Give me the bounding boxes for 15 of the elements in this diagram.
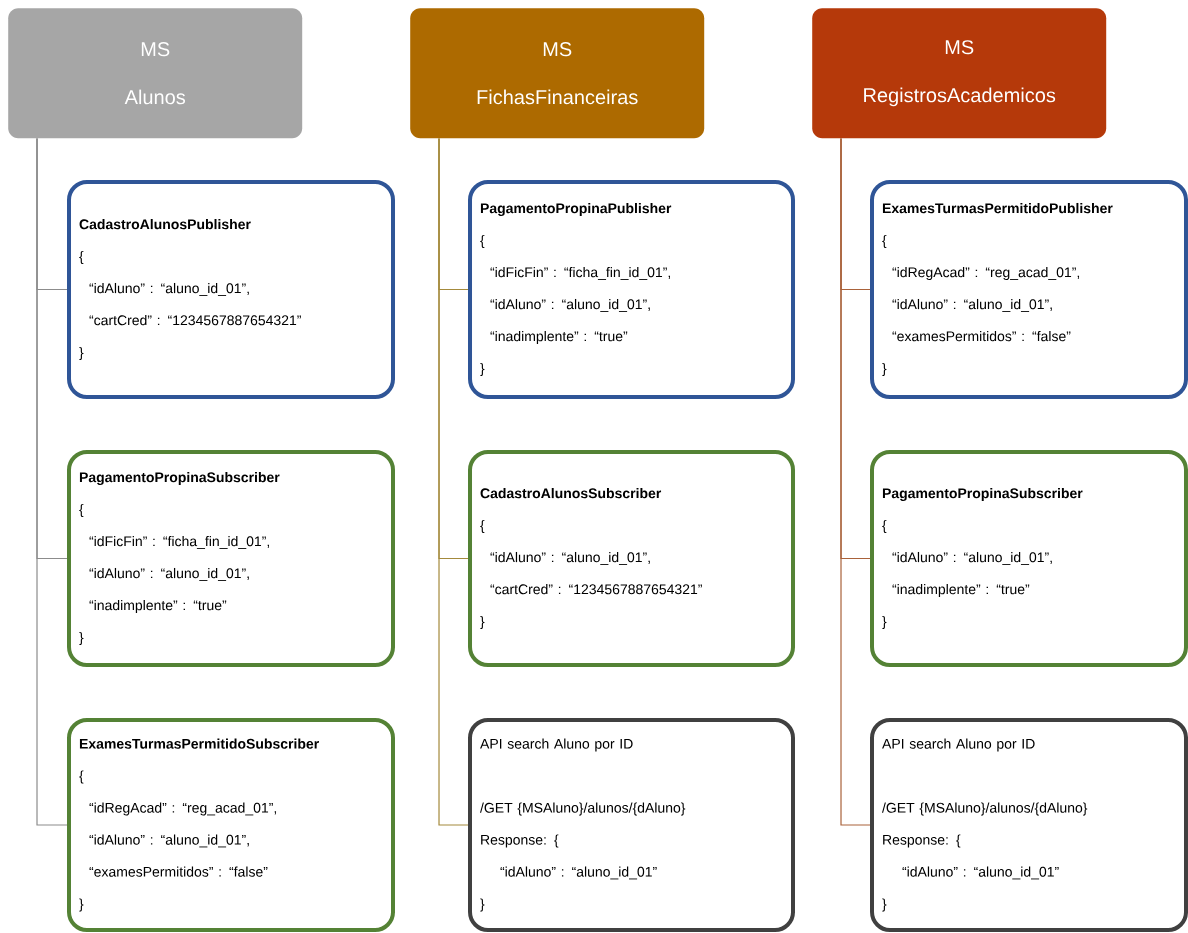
- message-box: API search Aluno por ID /GET {MSAluno}/alunos/{dAluno} Response: { “idAluno” : “aluno_id_01” }: [870, 718, 1188, 932]
- connector-line: [438, 137, 469, 826]
- message-box: CadastroAlunosPublisher { “idAluno” : “aluno_id_01”, “cartCred” : “1234567887654321” }: [67, 180, 395, 399]
- message-box: ExamesTurmasPermitidoPublisher { “idRegAcad” : “reg_acad_01”, “idAluno” : “aluno_id_01”, “examesPermitidos” : “false” }: [870, 180, 1188, 399]
- connector-line: [840, 137, 871, 826]
- connector-line: [36, 137, 68, 826]
- service-header: MS FichasFinanceiras: [410, 8, 705, 139]
- message-box: PagamentoPropinaSubscriber { “idFicFin” : “ficha_fin_id_01”, “idAluno” : “aluno_id_01”, “inadimplente” : “true” }: [67, 450, 395, 667]
- service-header: MS RegistrosAcademicos: [812, 8, 1107, 139]
- message-box: PagamentoPropinaPublisher { “idFicFin” : “ficha_fin_id_01”, “idAluno” : “aluno_id_01”, “inadimplente” : “true” }: [468, 180, 795, 399]
- service-header: MS Alunos: [8, 8, 303, 139]
- message-box: PagamentoPropinaSubscriber { “idAluno” : “aluno_id_01”, “inadimplente” : “true” }: [870, 450, 1188, 667]
- message-box: CadastroAlunosSubscriber { “idAluno” : “aluno_id_01”, “cartCred” : “1234567887654321” }: [468, 450, 795, 667]
- message-box: API search Aluno por ID /GET {MSAluno}/alunos/{dAluno} Response: { “idAluno” : “aluno_id_01” }: [468, 718, 795, 932]
- message-box: ExamesTurmasPermitidoSubscriber { “idRegAcad” : “reg_acad_01”, “idAluno” : “aluno_id_01”, “examesPermitidos” : “false” }: [67, 718, 395, 932]
